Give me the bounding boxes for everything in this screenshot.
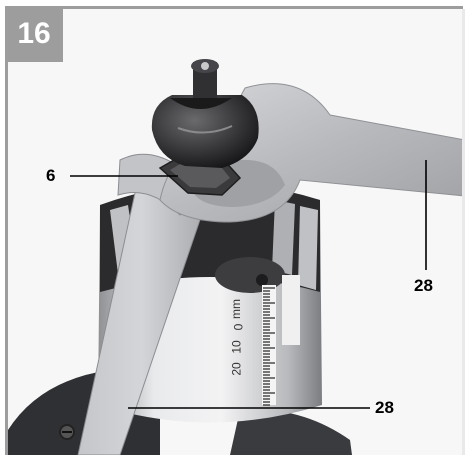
- depth-scale: [262, 275, 300, 406]
- frame-top-border: [5, 6, 463, 9]
- scale-tick-label-10: 10: [229, 340, 244, 354]
- scale-tick-label-0: 0: [231, 323, 246, 331]
- callout-label-28-lower: 28: [375, 398, 394, 417]
- scale-tick-label-20: 20: [229, 362, 244, 376]
- router-base-right: [230, 409, 352, 455]
- callout-label-28-upper: 28: [414, 276, 433, 295]
- callout-label-6: 6: [46, 166, 56, 185]
- router-bit: [151, 59, 259, 168]
- scale-unit-label: mm: [229, 299, 243, 319]
- figure-number-badge: 16: [5, 6, 63, 62]
- frame-left-border: [5, 6, 8, 455]
